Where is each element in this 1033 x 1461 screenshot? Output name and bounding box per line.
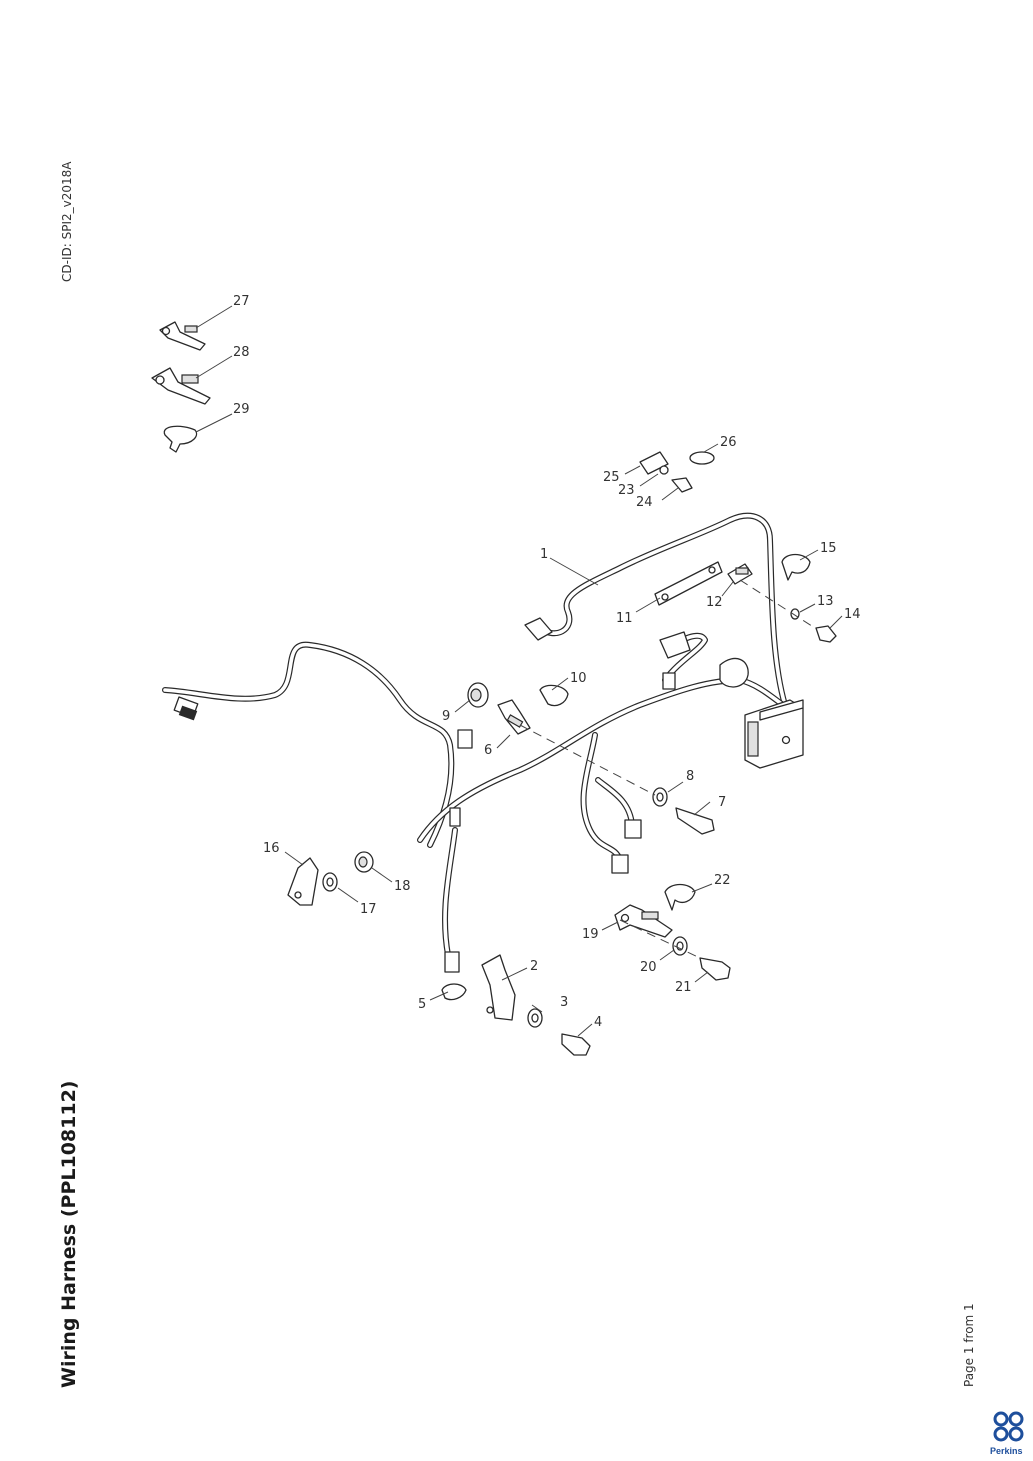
bracket-part-27 <box>159 321 206 351</box>
washer-part-8 <box>652 787 668 807</box>
clip-part-22 <box>664 883 696 911</box>
bracket-part-12 <box>727 563 753 585</box>
callout-16: 16 <box>263 841 280 856</box>
washer-part-23 <box>659 465 669 475</box>
callout-12: 12 <box>706 595 723 610</box>
callout-24: 24 <box>636 495 653 510</box>
brand-label: Perkins <box>990 1446 1023 1456</box>
bolt-part-21 <box>699 957 731 981</box>
bolt-part-4 <box>561 1033 591 1056</box>
spacer-part-9 <box>467 682 489 708</box>
callout-21: 21 <box>675 980 692 995</box>
callout-23: 23 <box>618 483 635 498</box>
callout-25: 25 <box>603 470 620 485</box>
callout-18: 18 <box>394 879 411 894</box>
callout-19: 19 <box>582 927 599 942</box>
harness-connectors <box>173 617 804 973</box>
bracket-part-6 <box>497 699 531 735</box>
clip-part-10 <box>539 684 569 707</box>
bracket-part-11 <box>654 561 723 606</box>
callout-14: 14 <box>844 607 861 622</box>
callout-22: 22 <box>714 873 731 888</box>
callout-9: 9 <box>442 709 450 724</box>
clip-part-26 <box>689 451 715 465</box>
nut-part-18 <box>354 851 374 873</box>
bolt-part-7 <box>675 807 715 835</box>
callout-6: 6 <box>484 743 492 758</box>
bracket-part-2 <box>481 954 516 1021</box>
bolt-part-24 <box>671 477 693 493</box>
callout-26: 26 <box>720 435 737 450</box>
clip-part-5 <box>441 983 467 1001</box>
clip-part-29 <box>163 425 198 453</box>
callout-28: 28 <box>233 345 250 360</box>
washer-part-17 <box>322 872 338 892</box>
callout-labels: 1 2 3 4 5 6 7 8 9 10 11 12 13 14 15 16 1… <box>233 294 861 1030</box>
callout-8: 8 <box>686 769 694 784</box>
callout-15: 15 <box>820 541 837 556</box>
bracket-part-19 <box>614 904 673 938</box>
bracket-part-25 <box>639 451 669 475</box>
leader-lines <box>195 305 843 1037</box>
perkins-logo <box>993 1411 1024 1442</box>
callout-1: 1 <box>540 547 548 562</box>
callout-17: 17 <box>360 902 377 917</box>
bracket-part-28 <box>151 367 211 405</box>
callout-13: 13 <box>817 594 834 609</box>
callout-3: 3 <box>560 995 568 1010</box>
callout-2: 2 <box>530 959 538 974</box>
bracket-part-16 <box>287 857 319 906</box>
callout-10: 10 <box>570 671 587 686</box>
callout-27: 27 <box>233 294 250 309</box>
callout-7: 7 <box>718 795 726 810</box>
clip-part-15 <box>781 553 811 581</box>
callout-20: 20 <box>640 960 657 975</box>
washer-part-3 <box>527 1008 543 1028</box>
callout-4: 4 <box>594 1015 602 1030</box>
callout-11: 11 <box>616 611 633 626</box>
bolt-part-14 <box>815 625 837 643</box>
callout-5: 5 <box>418 997 426 1012</box>
callout-29: 29 <box>233 402 250 417</box>
